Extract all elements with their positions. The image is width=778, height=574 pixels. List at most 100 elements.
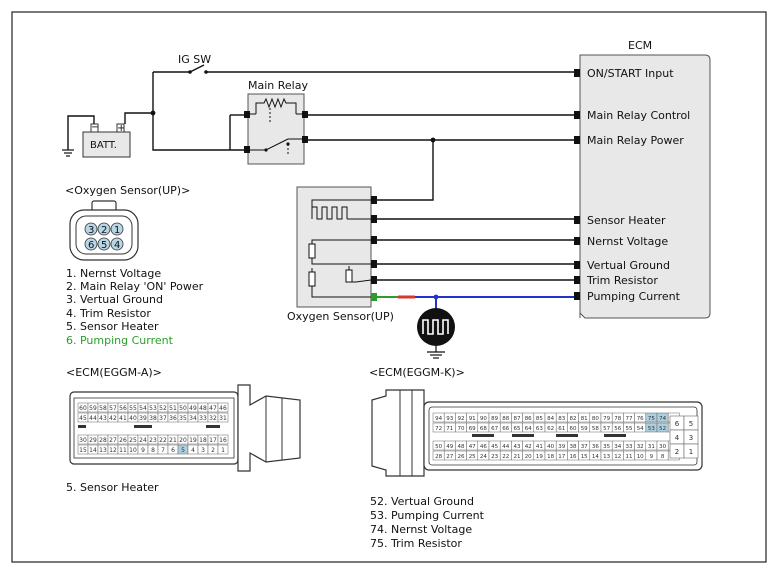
ecm-pin-sensor-heater: Sensor Heater — [587, 214, 666, 227]
pin-number: 12 — [614, 454, 621, 460]
pin-number: 31 — [648, 444, 655, 450]
pin-number: 21 — [514, 454, 521, 460]
pin-number: 54 — [139, 405, 147, 412]
pin-number: 42 — [109, 415, 117, 422]
side-pin-number: 4 — [675, 434, 680, 442]
pin-number: 13 — [99, 447, 107, 454]
pin-number: 89 — [491, 416, 498, 422]
o2-legend-6: 6. Pumping Current — [66, 334, 174, 347]
pin-number: 16 — [570, 454, 577, 460]
pin-number: 23 — [491, 454, 498, 460]
battery-ground-icon — [62, 149, 74, 157]
pin-number: 60 — [570, 426, 577, 432]
pin-number: 94 — [435, 416, 442, 422]
scope-ground-icon — [427, 351, 445, 359]
pin-number: 81 — [581, 416, 588, 422]
pin-number: 78 — [614, 416, 621, 422]
pin-number: 50 — [435, 444, 442, 450]
pin-number: 21 — [169, 437, 177, 444]
pin-number: 57 — [603, 426, 610, 432]
side-pin-number: 2 — [675, 448, 679, 456]
pin-number: 68 — [480, 426, 487, 432]
pin-number: 35 — [603, 444, 610, 450]
pin-number: 41 — [536, 444, 543, 450]
pin-number: 35 — [179, 415, 187, 422]
pin-number: 6 — [171, 447, 175, 454]
pin-number: 19 — [536, 454, 543, 460]
o2-pin-3: 3 — [88, 225, 94, 236]
pin-number: 55 — [129, 405, 137, 412]
pin-number: 62 — [547, 426, 554, 432]
pin-number: 57 — [109, 405, 117, 412]
pin-number: 47 — [209, 405, 217, 412]
pin-number: 39 — [558, 444, 565, 450]
side-pin-number: 5 — [689, 420, 693, 428]
ecm-pin-vertual-ground: Vertual Ground — [587, 259, 670, 272]
ecm-pin-terminal — [574, 136, 580, 144]
pin-number: 32 — [637, 444, 644, 450]
pin-number: 77 — [626, 416, 633, 422]
pin-number: 38 — [570, 444, 577, 450]
ecm-pin-terminal — [574, 276, 580, 284]
pin-number: 37 — [159, 415, 167, 422]
pin-number: 40 — [129, 415, 137, 422]
pin-number: 46 — [219, 405, 227, 412]
pin-number: 46 — [480, 444, 487, 450]
pin-number: 10 — [637, 454, 644, 460]
diagram-frame — [11, 11, 767, 563]
pin-number: 31 — [219, 415, 227, 422]
pin-number: 15 — [581, 454, 588, 460]
pin-number: 36 — [592, 444, 599, 450]
pin-number: 58 — [592, 426, 599, 432]
pin-number: 84 — [547, 416, 554, 422]
pin-number: 9 — [650, 454, 654, 460]
relay-coil-icon — [255, 97, 297, 114]
pin-number: 27 — [446, 454, 453, 460]
ecm-pin-main-relay-control: Main Relay Control — [587, 109, 690, 122]
battery: BATT. − + — [82, 122, 131, 158]
pin-number: 71 — [446, 426, 453, 432]
pin-number: 45 — [79, 415, 87, 422]
pin-number: 38 — [149, 415, 157, 422]
o2-legend-3: 3. Vertual Ground — [66, 293, 163, 306]
pin-number: 27 — [109, 437, 117, 444]
pin-number: 58 — [99, 405, 107, 412]
pin-number: 12 — [109, 447, 117, 454]
pin-number: 26 — [458, 454, 465, 460]
oxygen-sensor-label: Oxygen Sensor(UP) — [287, 310, 394, 323]
pin-number: 11 — [626, 454, 633, 460]
ecm-pin-main-relay-power: Main Relay Power — [587, 134, 684, 147]
pin-number: 70 — [458, 426, 465, 432]
pin-cell — [217, 444, 229, 455]
pin-number: 83 — [558, 416, 565, 422]
ecm-pin-terminal — [574, 237, 580, 245]
o2-legend-5: 5. Sensor Heater — [66, 320, 159, 333]
ecm-k-title: <ECM(EGGM-K)> — [369, 366, 465, 379]
ig-sw-label: IG SW — [178, 53, 211, 66]
pin-number: 8 — [151, 447, 155, 454]
ecm-pin-pumping-current: Pumping Current — [587, 290, 681, 303]
pin-number: 85 — [536, 416, 543, 422]
o2-connector-title: <Oxygen Sensor(UP)> — [65, 184, 190, 197]
pin-number: 90 — [480, 416, 487, 422]
pin-number: 45 — [491, 444, 498, 450]
pin-number: 1 — [221, 447, 225, 454]
ecm-k-legend-75: 75. Trim Resistor — [370, 537, 462, 550]
pin-number: 69 — [469, 426, 476, 432]
pin-number: 33 — [199, 415, 207, 422]
pin-number: 80 — [592, 416, 599, 422]
o2-pin-5: 5 — [101, 240, 107, 251]
o2-connector: <Oxygen Sensor(UP)> 3 2 1 6 5 4 1. Nerns… — [65, 184, 204, 347]
ecm-k-housing — [371, 389, 425, 477]
pin-number: 17 — [209, 437, 217, 444]
pin-number: 67 — [491, 426, 498, 432]
pin-number: 43 — [99, 415, 107, 422]
pin-number: 59 — [89, 405, 97, 412]
pin-number: 86 — [525, 416, 532, 422]
pin-number: 37 — [581, 444, 588, 450]
pin-number: 36 — [169, 415, 177, 422]
